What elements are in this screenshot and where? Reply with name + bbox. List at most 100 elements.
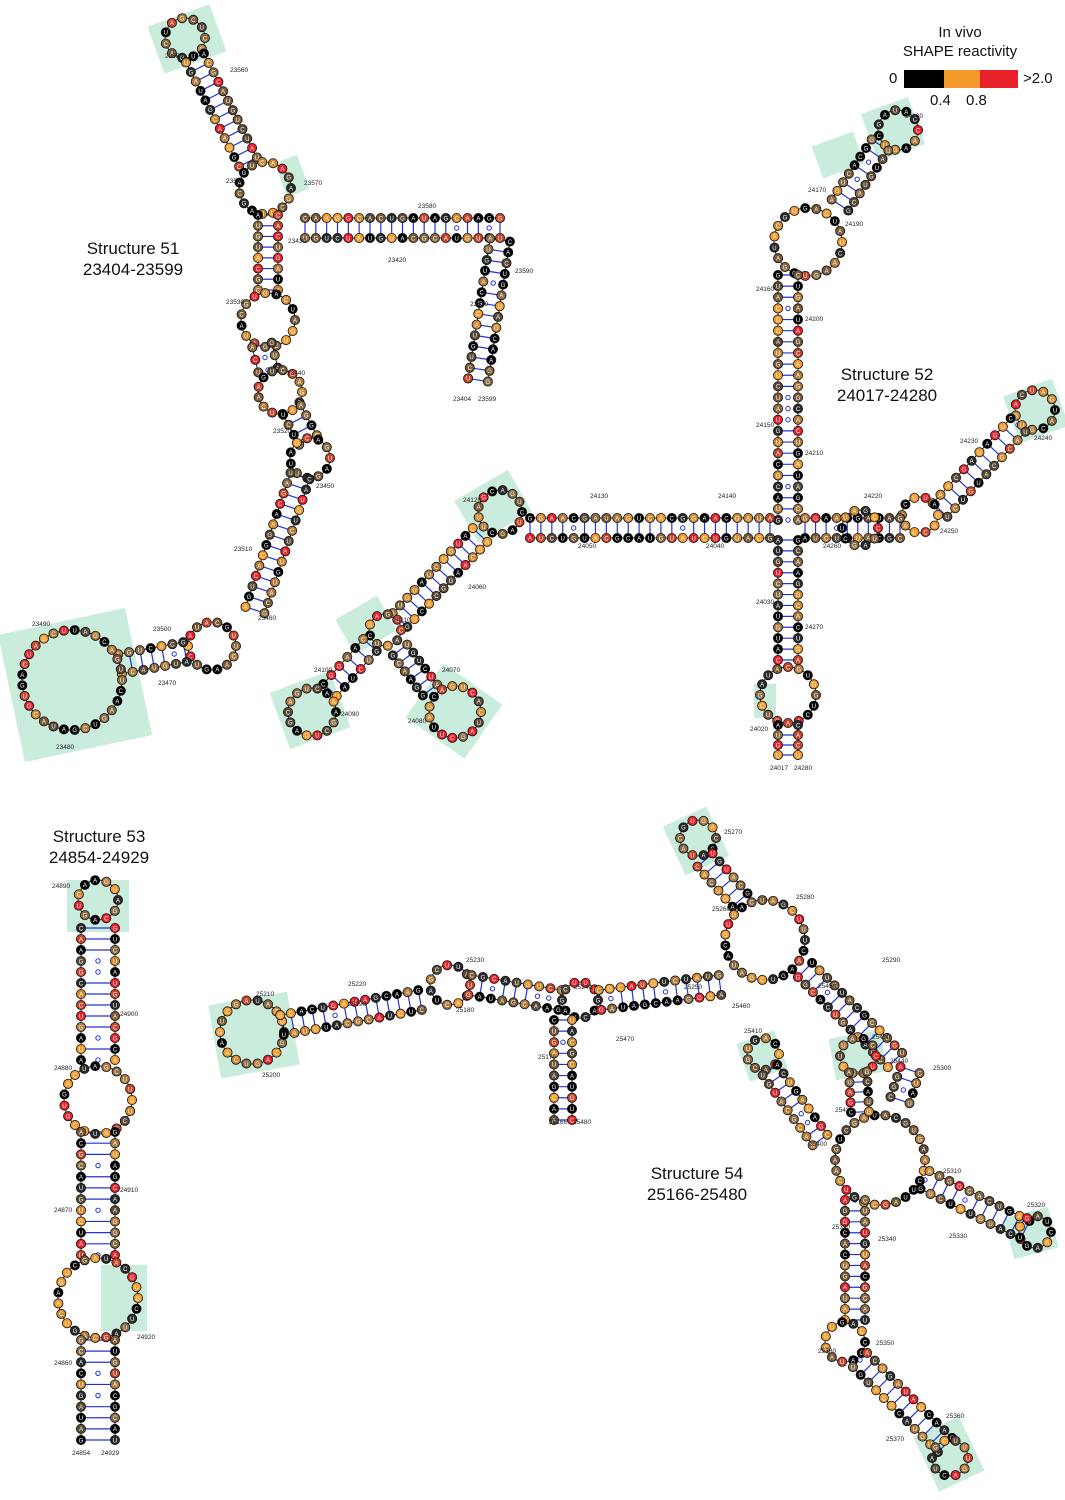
svg-text:A: A xyxy=(113,1058,117,1064)
svg-text:U: U xyxy=(912,530,916,536)
nucleotide-1048: U xyxy=(994,1201,1005,1212)
svg-text:U: U xyxy=(830,1325,834,1331)
svg-text:A: A xyxy=(1045,1241,1049,1247)
svg-text:G: G xyxy=(136,1296,141,1302)
nucleotide-369: A xyxy=(1010,399,1021,410)
svg-text:C: C xyxy=(786,665,791,671)
svg-text:A: A xyxy=(776,340,780,346)
nucleotide-1058: G xyxy=(1022,1240,1033,1251)
svg-text:G: G xyxy=(918,1137,923,1143)
svg-text:G: G xyxy=(264,543,269,549)
svg-text:C: C xyxy=(882,1396,887,1402)
svg-text:A: A xyxy=(740,971,744,977)
svg-text:G: G xyxy=(835,189,840,195)
nucleotide-495: C xyxy=(467,523,478,534)
svg-text:A: A xyxy=(485,540,489,546)
nucleotide-147: U xyxy=(287,304,298,315)
nucleotide-861: A xyxy=(500,975,511,986)
nucleotide-915: C xyxy=(567,1059,578,1070)
nucleotide-980: A xyxy=(880,1110,891,1121)
svg-text:G: G xyxy=(465,236,470,242)
position-label: 24210 xyxy=(805,450,823,457)
nucleotide-341: A xyxy=(773,403,784,414)
svg-text:C: C xyxy=(913,117,918,123)
nucleotide-675: U xyxy=(59,1100,70,1111)
svg-text:A: A xyxy=(411,216,415,222)
position-label: 24230 xyxy=(960,438,978,445)
svg-text:G: G xyxy=(112,909,117,915)
nucleotide-1131: U xyxy=(950,1435,961,1446)
svg-text:U: U xyxy=(256,371,260,377)
svg-text:G: G xyxy=(211,71,216,77)
svg-text:C: C xyxy=(923,530,928,536)
nucleotide-732: G xyxy=(76,1335,87,1346)
nucleotide-607: C xyxy=(802,709,813,720)
svg-text:C: C xyxy=(286,710,291,716)
svg-text:G: G xyxy=(180,56,185,62)
nucleotide-1115: U xyxy=(909,1423,920,1434)
nucleotide-724: C xyxy=(69,1260,80,1271)
position-label: 24100 xyxy=(314,667,332,674)
svg-text:G: G xyxy=(552,1041,557,1047)
position-label: 24080 xyxy=(408,718,426,725)
nucleotide-60: G xyxy=(343,212,354,223)
svg-text:C: C xyxy=(953,507,958,513)
nucleotide-278: A xyxy=(879,109,890,120)
nucleotide-236: U xyxy=(134,645,145,656)
nucleotide-952: A xyxy=(895,1061,906,1072)
svg-text:A: A xyxy=(113,1164,117,1170)
nucleotide-513: G xyxy=(402,592,413,603)
position-label: 24120 xyxy=(463,497,481,504)
position-label: 24060 xyxy=(468,584,486,591)
nucleotide-254: G xyxy=(24,700,35,711)
nucleotide-421: C xyxy=(821,533,832,544)
svg-text:U: U xyxy=(776,571,780,577)
svg-text:U: U xyxy=(281,413,285,419)
nucleotide-154: G xyxy=(296,386,307,397)
nucleotide-26: A xyxy=(214,123,225,134)
svg-text:G: G xyxy=(680,516,685,522)
svg-text:G: G xyxy=(256,235,261,241)
svg-text:C: C xyxy=(384,994,389,1000)
svg-text:G: G xyxy=(324,445,329,451)
svg-text:U: U xyxy=(872,537,876,543)
svg-text:A: A xyxy=(297,380,301,386)
position-label: 23570 xyxy=(304,180,322,187)
nucleotide-230: C xyxy=(167,639,178,650)
nucleotide-141: C xyxy=(236,309,247,320)
svg-text:A: A xyxy=(935,1421,939,1427)
svg-text:A: A xyxy=(830,1355,834,1361)
nucleotide-837: G xyxy=(395,1008,406,1019)
position-label: 24140 xyxy=(718,493,736,500)
svg-text:U: U xyxy=(123,1077,127,1083)
nucleotide-590: G xyxy=(793,578,804,589)
svg-text:C: C xyxy=(450,736,455,742)
svg-text:A: A xyxy=(863,1220,867,1226)
nucleotide-883: C xyxy=(593,985,604,996)
nucleotide-685: A xyxy=(76,1127,87,1138)
nucleotide-55: U xyxy=(321,232,332,243)
svg-text:G: G xyxy=(892,1044,897,1050)
svg-text:A: A xyxy=(114,1332,118,1338)
nucleotide-592: G xyxy=(793,589,804,600)
svg-text:C: C xyxy=(796,549,801,555)
svg-text:U: U xyxy=(489,997,493,1003)
nucleotide-79: U xyxy=(451,232,462,243)
nucleotide-53: G xyxy=(310,232,321,243)
svg-text:C: C xyxy=(490,490,495,496)
nucleotide-259: U xyxy=(24,649,35,660)
svg-text:U: U xyxy=(841,181,845,187)
svg-text:U: U xyxy=(776,615,780,621)
svg-text:G: G xyxy=(263,291,268,297)
svg-text:G: G xyxy=(398,1012,403,1018)
svg-text:C: C xyxy=(290,529,295,535)
nucleotide-689: G xyxy=(76,1149,87,1160)
nucleotide-527: U xyxy=(392,614,403,625)
nucleotide-984: G xyxy=(914,1134,925,1145)
nucleotide-360: C xyxy=(793,503,804,514)
svg-text:U: U xyxy=(788,1081,792,1087)
nucleotide-388: C xyxy=(951,472,962,483)
svg-text:A: A xyxy=(942,1429,946,1435)
svg-text:G: G xyxy=(794,1089,799,1095)
svg-text:G: G xyxy=(255,1062,260,1068)
